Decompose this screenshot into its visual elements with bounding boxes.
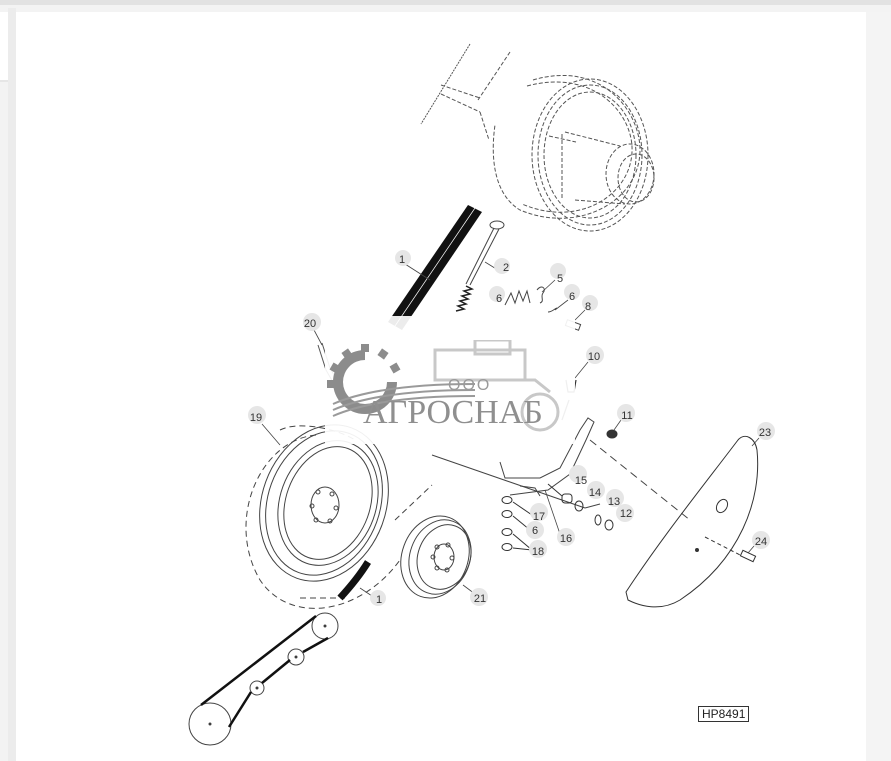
callout-6c: 6	[532, 525, 538, 537]
shield-part-23	[625, 435, 759, 608]
callout-13: 13	[608, 496, 620, 508]
watermark-logo	[327, 340, 560, 432]
hardware-nuts-washers	[501, 429, 618, 551]
callout-10: 10	[588, 351, 600, 363]
callout-24: 24	[755, 536, 767, 548]
left-margin	[8, 8, 16, 761]
callout-markers	[248, 250, 775, 606]
callout-16: 16	[560, 533, 572, 545]
right-margin	[866, 12, 891, 761]
bolt-part-2	[455, 220, 505, 312]
header-drum-assembly	[420, 43, 655, 232]
browser-top-bar	[0, 0, 891, 5]
watermark-company-name: АГРОСНАБ	[363, 394, 543, 431]
callout-labels: 1 2 5 6 6 8 20 10 11 19 23 15 14 13 17 1…	[250, 254, 771, 606]
callout-15: 15	[575, 475, 587, 487]
callout-12: 12	[620, 508, 632, 520]
callout-23: 23	[759, 427, 771, 439]
belt-routing-schematic	[188, 612, 339, 746]
callout-20: 20	[304, 318, 316, 330]
callout-11: 11	[621, 410, 632, 422]
left-panel-tab	[0, 12, 8, 82]
belt-part-1-lower	[337, 560, 371, 601]
callout-8: 8	[585, 301, 591, 313]
callout-17: 17	[533, 511, 545, 523]
callout-18: 18	[532, 546, 544, 558]
callout-6a: 6	[496, 293, 502, 305]
callout-21: 21	[474, 593, 486, 605]
belt-part-1	[388, 205, 482, 330]
callout-14: 14	[589, 487, 601, 499]
watermark-prefix: ООО	[448, 377, 492, 394]
callout-2: 2	[503, 262, 509, 274]
callout-1b: 1	[376, 594, 382, 606]
callout-19: 19	[250, 412, 262, 424]
field-stripes-icon	[332, 383, 476, 417]
idler-arm-bracket	[431, 417, 691, 521]
callout-1: 1	[399, 254, 405, 266]
callout-6b: 6	[569, 291, 575, 303]
diagram-reference-code: HP8491	[698, 706, 750, 722]
combine-harvester-icon	[433, 340, 560, 432]
callout-5: 5	[557, 273, 563, 285]
pulley-part-21	[400, 515, 472, 599]
